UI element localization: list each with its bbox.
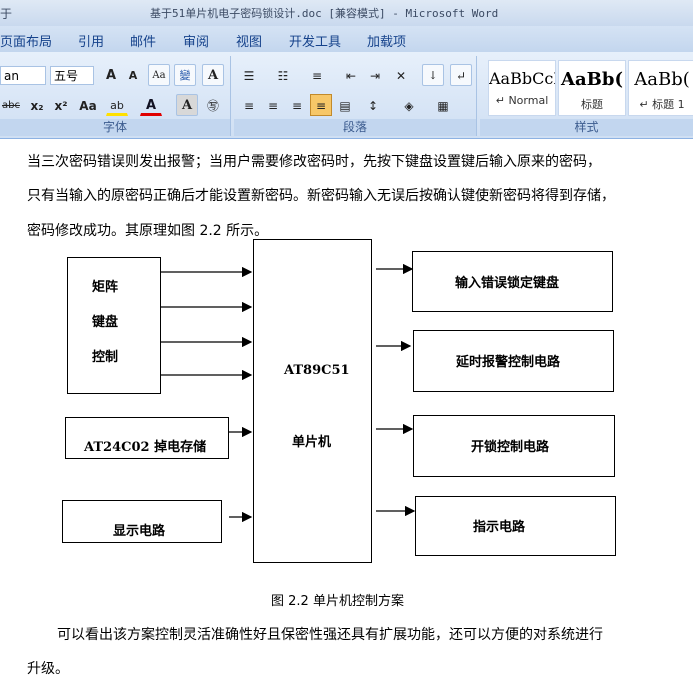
styles-group: AaBbCcI ↵ Normal AaBb( 标题 AaBb( ↵ 标题 1 样… [480,56,693,136]
font-color-icon[interactable]: A [140,94,162,116]
enclose-char-icon[interactable]: ㊢ [206,99,219,113]
output-label-1: 输入错误锁定键盘 [455,276,560,291]
decrease-indent-icon[interactable]: ⇤ [345,69,357,83]
document-page[interactable]: 当三次密码错误则发出报警；当用户需要修改密码时，先按下键盘设置键后输入原来的密码… [0,139,693,689]
highlight-icon[interactable]: ab [106,94,128,116]
clear-format-icon[interactable]: Aa [148,64,170,86]
asian-layout-icon[interactable]: ✕ [395,69,407,83]
grow-font-icon[interactable]: A [105,68,117,83]
output-label-4: 指示电路 [473,520,526,535]
style-heading1[interactable]: AaBb( ↵ 标题 1 [628,60,693,116]
mcu-box: AT89C51 单片机 [253,239,372,563]
bullets-icon[interactable]: ☰ [243,69,255,83]
char-shading-icon[interactable]: A [176,94,198,116]
para2-line1: 可以看出该方案控制灵活准确性好且保密性强还具有扩展功能，还可以方便的对系统进行 [57,627,603,643]
matrix-keyboard-box: 矩阵 键盘 控制 [67,257,161,394]
matrix-label-3: 控制 [92,350,119,365]
sort-icon[interactable]: ↓ [422,64,444,86]
output-box-3: 开锁控制电路 [413,415,615,477]
display-box: 显示电路 [62,500,222,543]
subscript-icon[interactable]: x₂ [30,99,44,113]
para1-line3: 密码修改成功。其原理如图 2.2 所示。 [27,223,269,239]
window-title: 基于51单片机电子密码锁设计.doc [兼容模式] - Microsoft Wo… [150,7,499,20]
styles-group-label: 样式 [480,119,693,136]
mcu-label-1: AT89C51 [284,363,350,378]
tab-addins[interactable]: 加载项 [367,35,407,50]
output-label-2: 延时报警控制电路 [456,355,561,370]
align-right-icon[interactable]: ≡ [291,99,303,113]
line-spacing-icon[interactable]: ↕ [367,99,379,113]
align-left-icon[interactable]: ≡ [243,99,255,113]
distributed-icon[interactable]: ▤ [339,99,351,113]
display-label: 显示电路 [113,524,166,539]
output-label-3: 开锁控制电路 [471,440,550,455]
font-name-combo[interactable]: an [0,66,46,85]
style-normal[interactable]: AaBbCcI ↵ Normal [488,60,556,116]
tab-view[interactable]: 视图 [236,35,263,50]
mcu-label-2: 单片机 [292,435,332,450]
style-heading1-sample: AaBb( [634,69,690,90]
style-title[interactable]: AaBb( 标题 [558,60,626,116]
style-title-sample: AaBb( [561,69,623,90]
tab-developer[interactable]: 开发工具 [289,35,342,50]
shading-icon[interactable]: ◈ [404,99,414,113]
style-normal-name: ↵ Normal [495,94,549,107]
show-marks-icon[interactable]: ↵ [450,64,472,86]
strikethrough-icon[interactable]: abc [2,100,20,111]
matrix-label-1: 矩阵 [92,280,119,295]
tab-references[interactable]: 引用 [78,35,105,50]
block-diagram [161,263,416,523]
font-group-label: 字体 [0,119,230,136]
increase-indent-icon[interactable]: ⇥ [369,69,381,83]
char-border-icon[interactable]: A [202,64,224,86]
title-bar: 于 基于51单片机电子密码锁设计.doc [兼容模式] - Microsoft … [0,0,693,26]
borders-icon[interactable]: ▦ [437,99,449,113]
style-title-name: 标题 [581,98,603,111]
tab-mailings[interactable]: 邮件 [130,35,157,50]
output-box-2: 延时报警控制电路 [413,330,614,392]
shrink-font-icon[interactable]: A [128,69,138,82]
multilevel-list-icon[interactable]: ≡ [311,69,323,83]
ribbon-tabs: 页面布局 引用 邮件 审阅 视图 开发工具 加载项 [0,26,693,52]
output-box-4: 指示电路 [415,496,616,556]
paragraph-group: ☰ ☷ ≡ ⇤ ⇥ ✕ ↓ ↵ ≡ ≡ ≡ ≡ ▤ ↕ ◈ ▦ 段落 [234,56,477,136]
numbering-icon[interactable]: ☷ [277,69,289,83]
ribbon: an 五号 A A Aa 變 A abc x₂ x² Aa ab A A ㊢ 字… [0,52,693,139]
window-title-fragment: 于 [0,7,13,21]
tab-page-layout[interactable]: 页面布局 [0,35,53,50]
phonetic-guide-icon[interactable]: 變 [174,64,196,86]
change-case-icon[interactable]: Aa [79,99,97,113]
eeprom-label: AT24C02 掉电存储 [84,440,207,455]
style-normal-sample: AaBbCcI [489,69,555,88]
para1-line1: 当三次密码错误则发出报警；当用户需要修改密码时，先按下键盘设置键后输入原来的密码… [27,154,601,170]
para1-line2: 只有当输入的原密码正确后才能设置新密码。新密码输入无误后按确认键使新密码将得到存… [27,188,615,204]
figure-caption: 图 2.2 单片机控制方案 [271,594,404,609]
align-center-icon[interactable]: ≡ [267,99,279,113]
paragraph-group-label: 段落 [234,119,476,136]
justify-icon[interactable]: ≡ [310,94,332,116]
output-box-1: 输入错误锁定键盘 [412,251,613,312]
para2-line2: 升级。 [27,661,69,677]
eeprom-box: AT24C02 掉电存储 [65,417,229,459]
superscript-icon[interactable]: x² [54,99,68,113]
style-heading1-name: ↵ 标题 1 [639,98,685,111]
matrix-label-2: 键盘 [92,315,119,330]
font-group: an 五号 A A Aa 變 A abc x₂ x² Aa ab A A ㊢ 字… [0,56,231,136]
tab-review[interactable]: 审阅 [183,35,210,50]
font-size-combo[interactable]: 五号 [50,66,94,85]
